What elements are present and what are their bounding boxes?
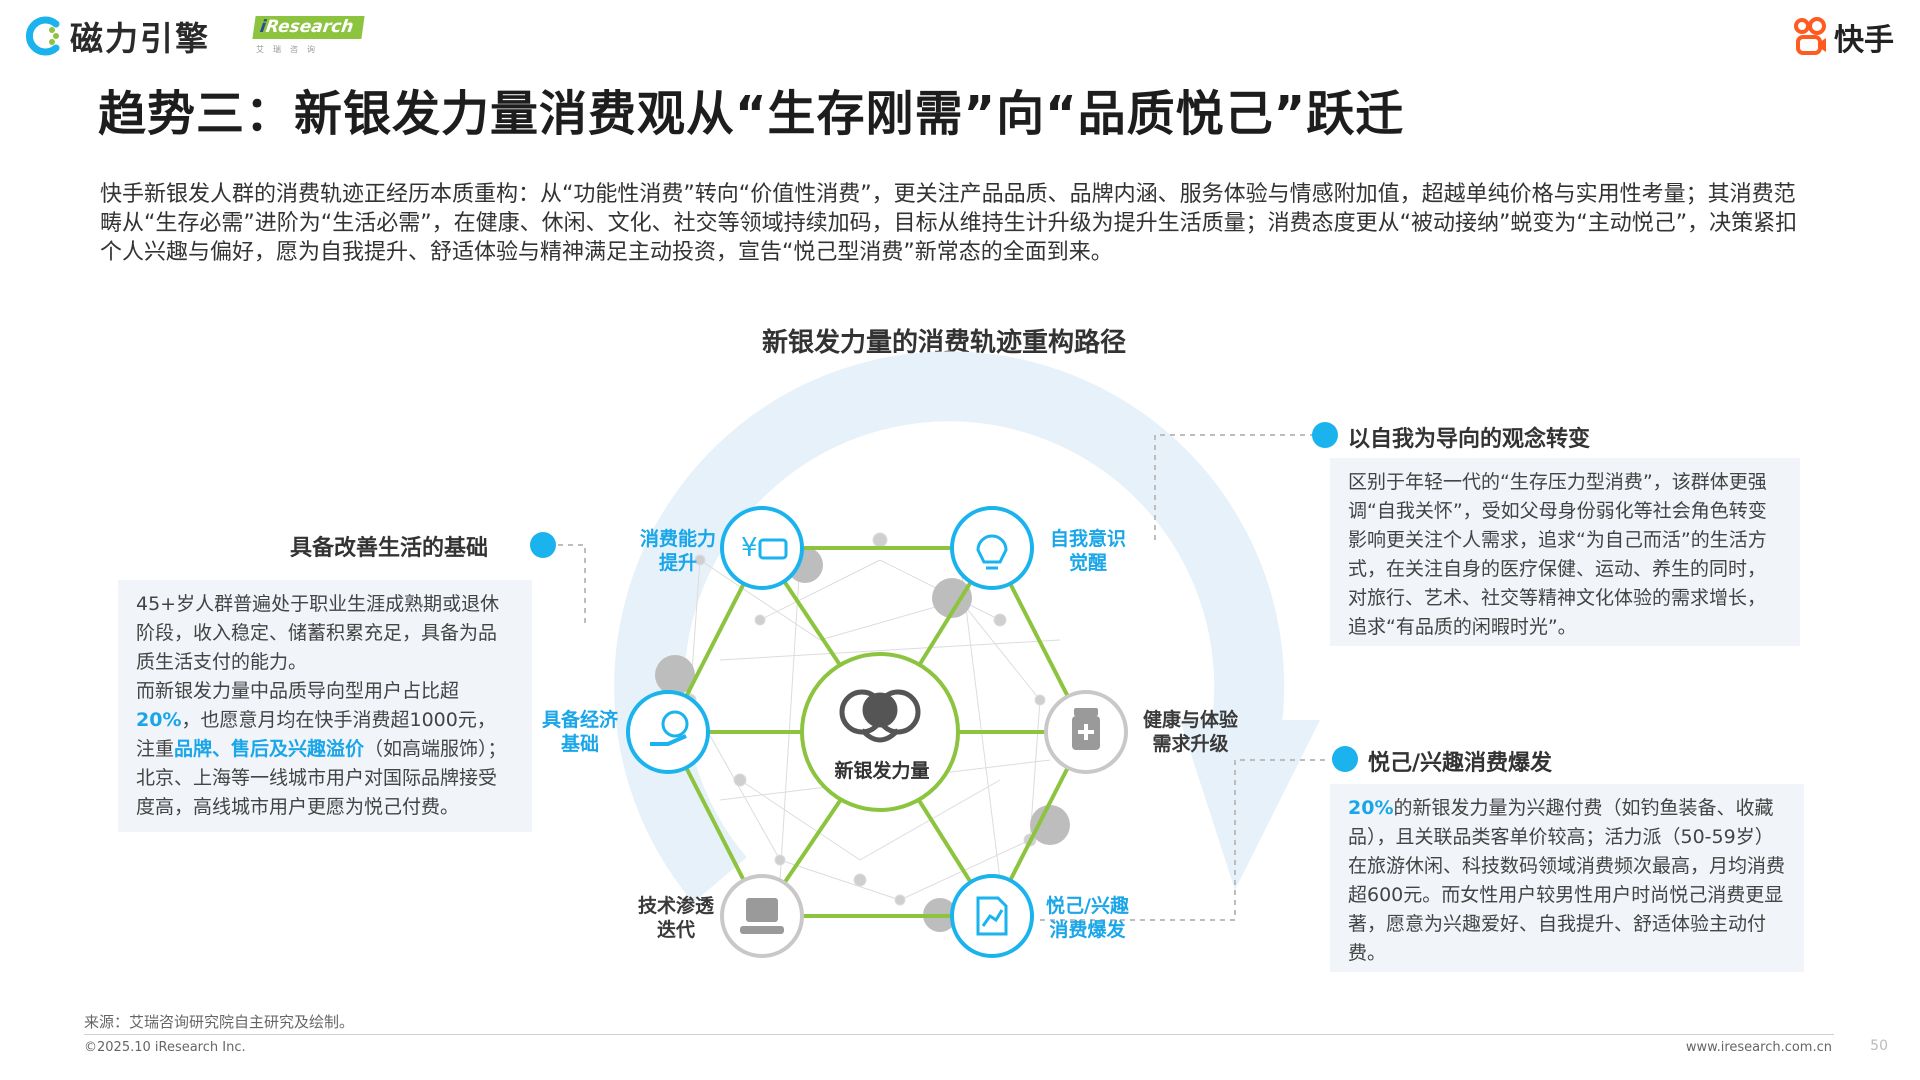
left-panel-line2: 而新银发力量中品质导向型用户占比超20%，也愿意月均在快手消费超1000元，注重… <box>136 680 507 818</box>
center-label: 新银发力量 <box>834 760 930 782</box>
copyright: ©2025.10 iResearch Inc. <box>84 1040 246 1055</box>
node-economic-base <box>626 690 710 774</box>
footer-divider <box>84 1034 1834 1035</box>
node-label-tech-iteration: 技术渗透 迭代 <box>638 895 715 941</box>
page-title: 趋势三：新银发力量消费观从“生存刚需”向“品质悦己”跃迁 <box>98 86 1405 142</box>
cili-logo-icon <box>25 16 60 56</box>
kuaishou-logo-text: 快手 <box>1834 23 1894 58</box>
people-group-icon <box>839 689 921 743</box>
node-label-health-upgrade: 健康与体验 需求升级 <box>1143 709 1239 755</box>
node-health-upgrade <box>1044 690 1128 774</box>
gray-accent-dots <box>655 547 1070 932</box>
right-bottom-panel-box: 20%的新银发力量为兴趣付费（如钓鱼装备、收藏品），且关联品类客单价较高；活力派… <box>1330 784 1804 972</box>
right-bottom-panel-heading: 悦己/兴趣消费爆发 <box>1368 751 1553 776</box>
kuaishou-logo: 快手 <box>1792 14 1894 60</box>
node-self-awareness <box>950 506 1034 590</box>
money-hand-icon <box>661 710 689 738</box>
node-label-economic-base: 具备经济 基础 <box>542 709 619 755</box>
center-node <box>800 652 960 812</box>
node-interest-burst <box>950 874 1034 958</box>
arrow-head <box>1180 720 1320 890</box>
right-top-panel-dot <box>1312 422 1338 448</box>
iresearch-logo-subtitle: 艾瑞咨询 <box>256 45 324 54</box>
right-bottom-panel-dot <box>1332 746 1358 772</box>
left-panel-box: 45+岁人群普遍处于职业生涯成熟期或退休阶段，收入稳定、储蓄积累充足，具备为品质… <box>118 580 532 832</box>
intro-paragraph: 快手新银发人群的消费轨迹正经历本质重构：从“功能性消费”转向“价值性消费”，更关… <box>100 182 1798 265</box>
cili-logo-text: 磁力引擎 <box>70 19 210 58</box>
source-note: 来源：艾瑞咨询研究院自主研究及绘制。 <box>84 1013 355 1031</box>
background-circular-arrow <box>614 351 1320 903</box>
panel-connectors <box>558 434 1325 921</box>
node-tech-iteration <box>720 874 804 958</box>
device-icon <box>746 898 778 922</box>
kuaishou-logo-icon <box>1794 17 1826 55</box>
left-panel-line1: 45+岁人群普遍处于职业生涯成熟期或退休阶段，收入稳定、储蓄积累充足，具备为品质… <box>136 593 500 673</box>
right-top-panel-box: 区别于年轻一代的“生存压力型消费”，该群体更强调“自我关怀”，受如父母身份弱化等… <box>1330 458 1800 646</box>
iresearch-logo: iResearch 艾瑞咨询 <box>252 14 365 58</box>
left-panel-heading: 具备改善生活的基础 <box>290 536 489 561</box>
website-link[interactable]: www.iresearch.com.cn <box>1685 1040 1832 1055</box>
document-chart-icon <box>976 896 1008 936</box>
right-top-panel-heading: 以自我为导向的观念转变 <box>1348 427 1591 452</box>
node-label-consumption-ability: 消费能力 提升 <box>640 528 717 574</box>
node-consumption-ability: ¥ <box>720 506 804 590</box>
brain-lightbulb-icon <box>976 534 1008 564</box>
node-label-interest-burst: 悦己/兴趣 消费爆发 <box>1046 895 1129 941</box>
left-panel-dot <box>530 532 556 558</box>
page-number: 50 <box>1870 1038 1888 1054</box>
node-label-self-awareness: 自我意识 觉醒 <box>1050 528 1127 574</box>
yuan-card-icon: ¥ <box>741 533 758 563</box>
cili-engine-logo: 磁力引擎 <box>22 14 210 58</box>
